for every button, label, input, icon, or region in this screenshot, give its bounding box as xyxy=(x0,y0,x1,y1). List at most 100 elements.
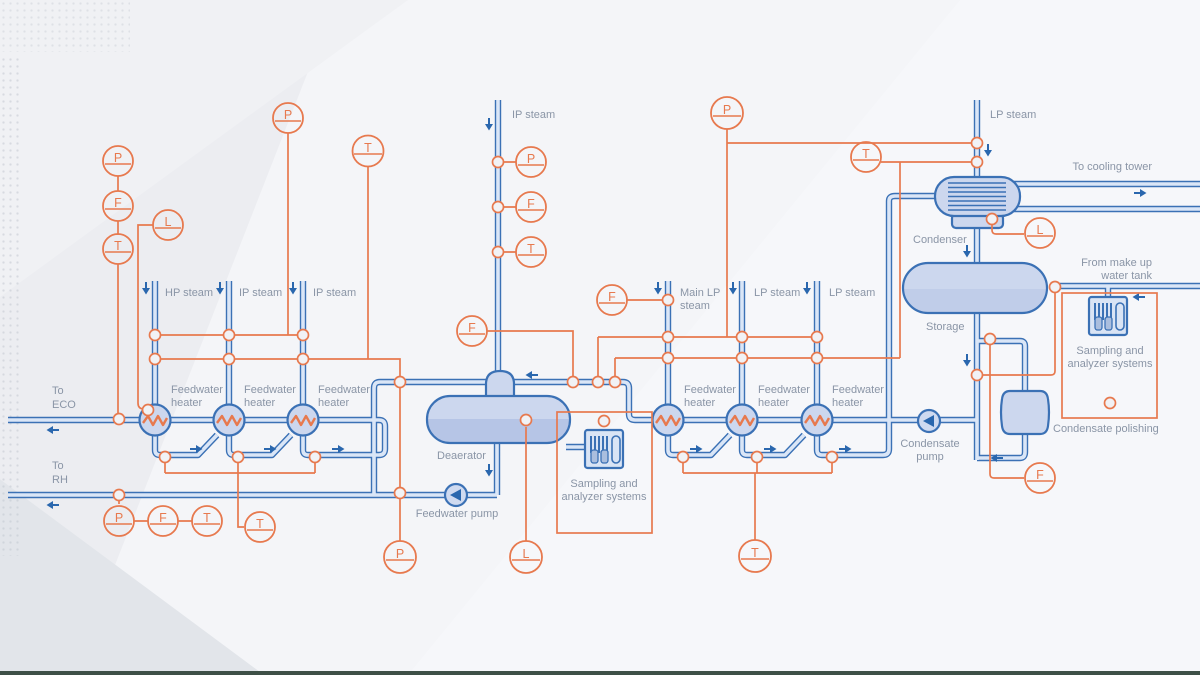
svg-text:T: T xyxy=(527,242,535,256)
svg-text:P: P xyxy=(723,103,731,117)
instrument-bubble-flow: F xyxy=(147,505,179,537)
label-lp-steam: LP steam xyxy=(829,287,875,299)
instrument-bubble-temperature: T xyxy=(351,134,385,168)
svg-text:P: P xyxy=(115,511,123,525)
instrument-bubble-pressure: P xyxy=(383,540,417,574)
instrument-bubble-flow: F xyxy=(596,284,628,316)
label-feedwater-heater: heater xyxy=(684,397,716,409)
dot-texture xyxy=(0,0,130,52)
label-feedwater-heater: Feedwater xyxy=(171,384,223,396)
svg-text:F: F xyxy=(114,196,122,210)
svg-text:P: P xyxy=(396,547,404,561)
label-feedwater-heater: Feedwater xyxy=(758,384,810,396)
instrument-bubble-pressure: P xyxy=(710,96,744,130)
svg-text:F: F xyxy=(608,290,616,304)
label-to-rh: RH xyxy=(52,474,68,486)
storage-vessel xyxy=(901,261,1049,315)
svg-text:L: L xyxy=(165,215,172,229)
svg-text:L: L xyxy=(1037,223,1044,237)
svg-text:T: T xyxy=(114,239,122,253)
instrument-lines xyxy=(117,129,1056,541)
instrument-bubbles: P F T L P T P F T F F P T L F P L T P F … xyxy=(102,96,1056,574)
instrument-bubble-level: L xyxy=(509,540,543,574)
label-condensate-pump: Condensate xyxy=(900,438,959,450)
sampling-system-box xyxy=(1061,292,1158,419)
label-from-make-up: water tank xyxy=(1100,270,1152,282)
label-feedwater-heater: Feedwater xyxy=(832,384,884,396)
svg-text:P: P xyxy=(527,152,535,166)
label-ip-steam: IP steam xyxy=(239,287,282,299)
label-sampling-systems: Sampling and xyxy=(1076,345,1143,357)
labels: HP steam IP steam IP steam IP steam Main… xyxy=(52,109,1159,520)
label-from-make-up: From make up xyxy=(1081,257,1152,269)
condensate-polishing-vessel xyxy=(999,389,1051,436)
instrument-bubble-temperature: T xyxy=(102,233,134,265)
instrument-bubble-flow: F xyxy=(456,315,488,347)
instrument-bubble-temperature: T xyxy=(515,236,547,268)
analyzer-icon xyxy=(1087,295,1129,337)
feedwater-heater xyxy=(651,403,685,437)
label-deaerator: Deaerator xyxy=(437,450,486,462)
svg-text:T: T xyxy=(203,511,211,525)
instrument-bubble-flow: F xyxy=(515,191,547,223)
svg-text:F: F xyxy=(1036,468,1044,482)
feedwater-pump-icon xyxy=(443,482,469,508)
analyzer-icon xyxy=(583,428,625,470)
feedwater-heater xyxy=(212,403,246,437)
svg-text:T: T xyxy=(364,141,372,155)
label-lp-steam: LP steam xyxy=(754,287,800,299)
label-feedwater-heater: Feedwater xyxy=(244,384,296,396)
svg-text:F: F xyxy=(527,197,535,211)
svg-text:F: F xyxy=(159,511,167,525)
label-main-lp-steam: Main LP xyxy=(680,287,720,299)
label-main-lp-steam: steam xyxy=(680,300,710,312)
instrument-bubble-pressure: P xyxy=(515,146,547,178)
svg-text:L: L xyxy=(523,547,530,561)
instrument-bubble-level: L xyxy=(1024,217,1056,249)
label-storage: Storage xyxy=(926,321,965,333)
svg-text:T: T xyxy=(751,546,759,560)
label-feedwater-heater: Feedwater xyxy=(318,384,370,396)
condenser-vessel xyxy=(933,175,1022,230)
svg-text:P: P xyxy=(284,108,292,122)
label-sampling-systems: analyzer systems xyxy=(562,491,647,503)
instrument-bubble-level: L xyxy=(152,209,184,241)
label-ip-steam: IP steam xyxy=(512,109,555,121)
instrument-bubble-temperature: T xyxy=(738,539,772,573)
instrument-bubble-pressure: P xyxy=(102,145,134,177)
connection-points xyxy=(112,136,1117,502)
label-condensate-polishing: Condensate polishing xyxy=(1053,423,1159,435)
instrument-bubble-flow: F xyxy=(1024,462,1056,494)
condensate-pump-icon xyxy=(916,408,942,434)
label-lp-steam: LP steam xyxy=(990,109,1036,121)
feedwater-heater xyxy=(725,403,759,437)
svg-text:T: T xyxy=(256,517,264,531)
instrument-bubble-flow: F xyxy=(102,190,134,222)
label-feedwater-heater: heater xyxy=(832,397,864,409)
sampling-system-box xyxy=(556,411,653,534)
blue-piping xyxy=(8,100,1200,499)
label-condensate-pump: pump xyxy=(916,451,944,463)
label-feedwater-heater: heater xyxy=(758,397,790,409)
instrument-bubble-temperature: T xyxy=(244,511,276,543)
label-to-eco: ECO xyxy=(52,399,76,411)
svg-text:F: F xyxy=(468,321,476,335)
feedwater-heater xyxy=(800,403,834,437)
label-feedwater-heater: heater xyxy=(171,397,203,409)
instrument-bubble-pressure: P xyxy=(272,102,304,134)
deaerator-dome xyxy=(484,369,516,400)
label-ip-steam: IP steam xyxy=(313,287,356,299)
footer-bar xyxy=(0,671,1200,675)
label-feedwater-heater: heater xyxy=(244,397,276,409)
label-sampling-systems: analyzer systems xyxy=(1068,358,1153,370)
svg-text:P: P xyxy=(114,151,122,165)
label-condenser: Condenser xyxy=(913,234,967,246)
instrument-bubble-pressure: P xyxy=(103,505,135,537)
label-to-eco: To xyxy=(52,385,64,397)
label-hp-steam: HP steam xyxy=(165,287,213,299)
instrument-bubble-temperature: T xyxy=(191,505,223,537)
label-to-cooling-tower: To cooling tower xyxy=(1073,161,1153,173)
label-feedwater-pump: Feedwater pump xyxy=(416,508,499,520)
